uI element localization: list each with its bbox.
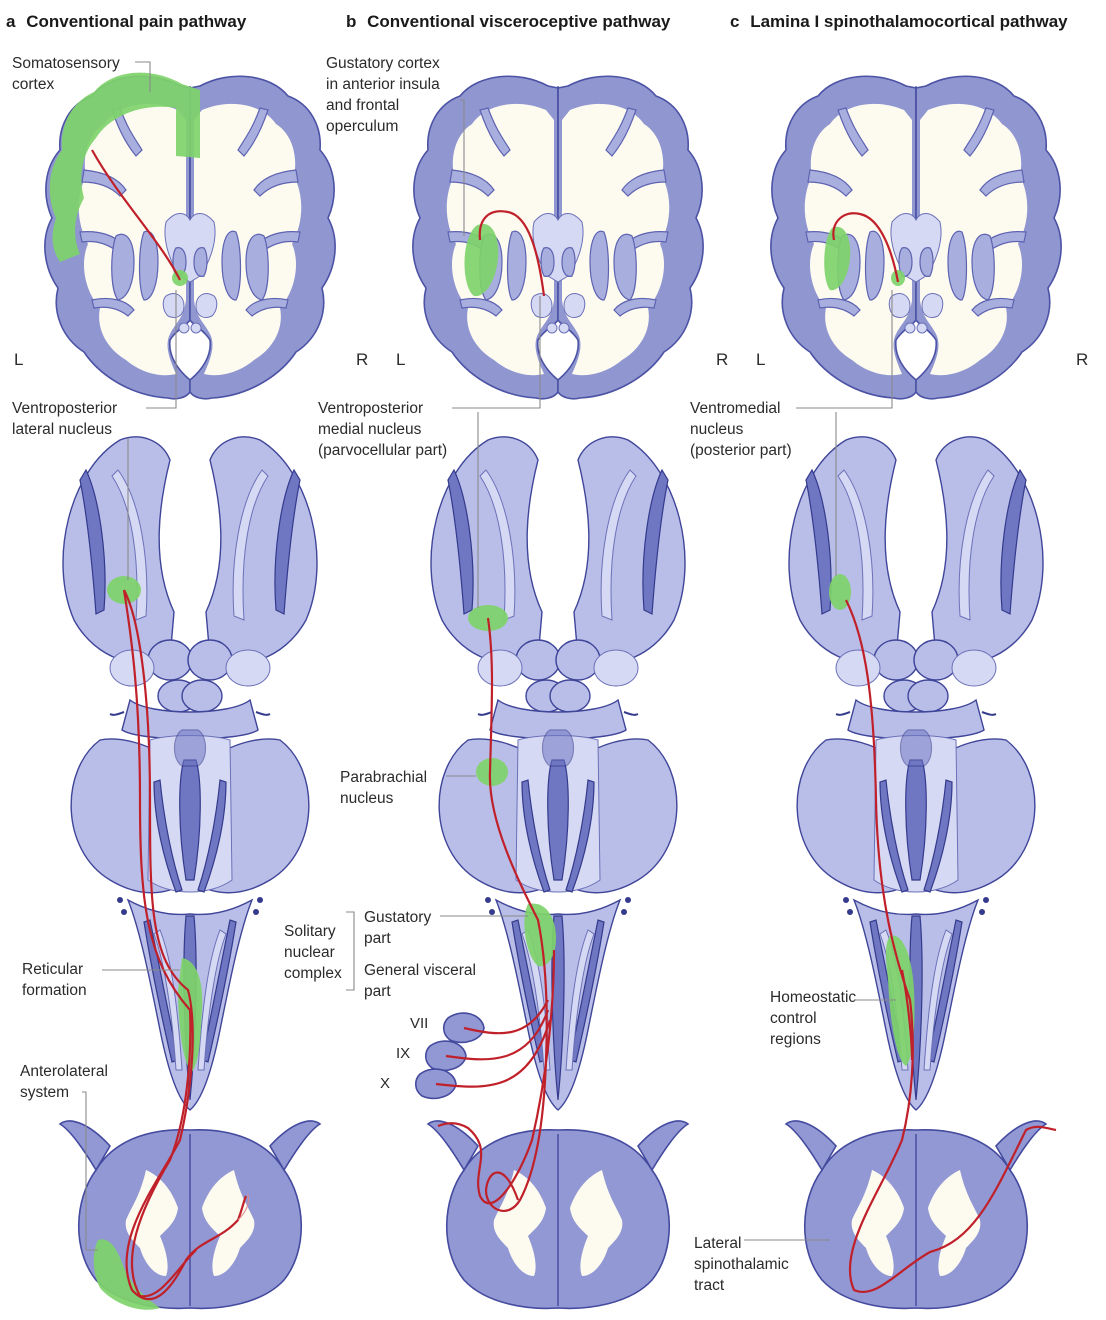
panel-b-spinal-cord bbox=[428, 1121, 688, 1308]
panel-b-title-text: Conventional visceroceptive pathway bbox=[367, 12, 671, 31]
panel-b-visceral-part-label: General visceral part bbox=[364, 962, 480, 1000]
panel-c-spinothalamic-label: Lateral spinothalamic tract bbox=[694, 1235, 793, 1294]
panel-c-thalamus-label: Ventromedial nucleus (posterior part) bbox=[690, 400, 792, 459]
panel-b-parabrachial-label: Parabrachial nucleus bbox=[340, 769, 431, 807]
panel-b-parabrachial-highlight bbox=[476, 758, 508, 786]
panel-c-left-label: L bbox=[756, 350, 765, 369]
panel-a-left-label: L bbox=[14, 350, 23, 369]
panel-a-reticular-label: Reticular formation bbox=[22, 961, 87, 999]
panel-a-title-text: Conventional pain pathway bbox=[26, 12, 247, 31]
panel-a-right-label: R bbox=[356, 350, 368, 369]
panel-b-thalamus-label: Ventroposterior medial nucleus (parvocel… bbox=[318, 400, 447, 459]
panel-b: VII IX X L R Gustatory cortex in anterio… bbox=[284, 55, 728, 1308]
panel-c-letter: c bbox=[730, 12, 739, 31]
panel-a: L R Somatosensory cortex Ventroposterior… bbox=[12, 55, 368, 1310]
panel-c-brainstem bbox=[789, 437, 1043, 1110]
panel-b-left-label: L bbox=[396, 350, 405, 369]
panel-a-anterolateral-label: Anterolateral system bbox=[20, 1063, 112, 1101]
panel-b-brain bbox=[413, 76, 703, 398]
panel-c-brain bbox=[771, 76, 1061, 398]
panel-c-right-label: R bbox=[1076, 350, 1088, 369]
panel-a-letter: a bbox=[6, 12, 16, 31]
panel-c-title: c Lamina I spinothalamocortical pathway bbox=[730, 12, 1068, 31]
panel-a-title: a Conventional pain pathway bbox=[6, 12, 247, 31]
panel-b-solitary-bracket bbox=[346, 912, 354, 990]
panel-a-thalamus-label: Ventroposterior lateral nucleus bbox=[12, 400, 121, 438]
panel-b-cortex-label: Gustatory cortex in anterior insula and … bbox=[326, 55, 444, 135]
panel-b-letter: b bbox=[346, 12, 356, 31]
panel-b-solitary-label: Solitary nuclear complex bbox=[284, 923, 342, 982]
panel-c-title-text: Lamina I spinothalamocortical pathway bbox=[750, 12, 1068, 31]
panel-c-homeostatic-label: Homeostatic control regions bbox=[770, 989, 860, 1048]
panel-c-spinal-cord bbox=[786, 1121, 1046, 1308]
panel-b-right-label: R bbox=[716, 350, 728, 369]
panel-c: L R Ventromedial nucleus (posterior part… bbox=[690, 76, 1088, 1308]
nerve-x-label: X bbox=[380, 1075, 390, 1092]
nerve-vii-label: VII bbox=[410, 1015, 428, 1032]
panel-b-brainstem bbox=[431, 437, 685, 1110]
panel-b-gustatory-part-label: Gustatory part bbox=[364, 909, 436, 947]
nerve-ix-label: IX bbox=[396, 1045, 410, 1062]
panel-b-title: b Conventional visceroceptive pathway bbox=[346, 12, 671, 31]
